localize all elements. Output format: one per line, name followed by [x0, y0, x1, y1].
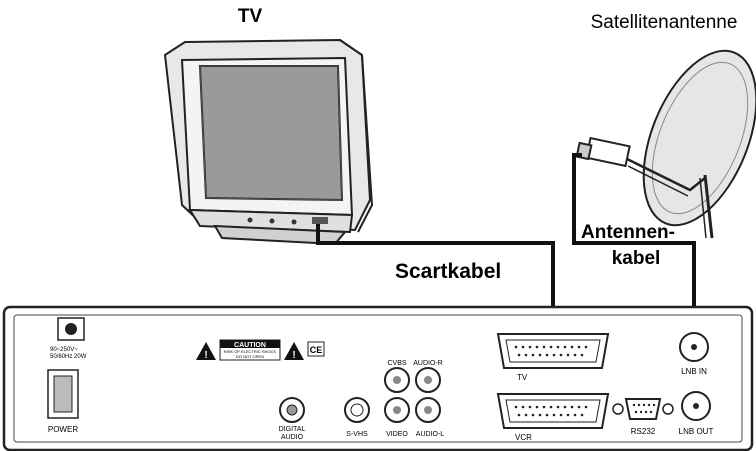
scart-cable-label: Scartkabel [395, 260, 501, 283]
satellite-label: Satellitenantenne [591, 12, 738, 33]
digital-audio-label-line2: AUDIO [281, 434, 304, 441]
antenna-cable-label-line2: kabel [612, 248, 661, 269]
tv-scart-pins [514, 345, 588, 357]
antenna-cable [572, 153, 696, 335]
cvbs-label: CVBS [387, 360, 406, 367]
svhs-label: S-VHS [346, 431, 368, 438]
antenna-cable-label-line1: Antennen- [581, 222, 675, 243]
shock-warning-icon [284, 342, 304, 360]
caution-sub-line2: DO NOT OPEN [236, 354, 264, 359]
power-spec-line1: 90~250V~ [50, 347, 78, 353]
scart-cable [316, 224, 555, 345]
receiver-back-panel: 90~250V~ 50/60Hz 20W POWER ! CAUTION RIS… [2, 305, 754, 451]
svg-text:!: ! [204, 350, 207, 361]
tv-scart-label: TV [517, 373, 528, 382]
tv-set-illustration [163, 38, 374, 246]
caution-sub-line1: RISK OF ELECTRIC SHOCK [224, 349, 277, 354]
audio-r-label: AUDIO-R [413, 360, 443, 367]
audio-l-label: AUDIO-L [416, 431, 445, 438]
video-label: VIDEO [386, 431, 408, 438]
power-spec-line2: 50/60Hz 20W [50, 354, 87, 360]
tv-label: TV [238, 6, 263, 27]
caution-label: CAUTION [234, 342, 266, 349]
rs232-label: RS232 [631, 427, 656, 436]
power-label: POWER [48, 425, 78, 434]
svg-text:!: ! [292, 350, 295, 361]
vcr-scart-label: VCR [515, 433, 532, 442]
tv-scart-port [496, 333, 610, 369]
lnb-in-label: LNB IN [681, 367, 707, 376]
warning-triangle-icon [196, 342, 216, 360]
rs232-port [624, 398, 662, 420]
digital-audio-label-line1: DIGITAL [279, 426, 306, 433]
vcr-scart-port [496, 393, 610, 429]
satellite-dish-illustration [575, 49, 756, 239]
vcr-scart-pins [514, 405, 588, 417]
ce-mark: CE [310, 345, 323, 355]
lnb-out-label: LNB OUT [679, 427, 714, 436]
